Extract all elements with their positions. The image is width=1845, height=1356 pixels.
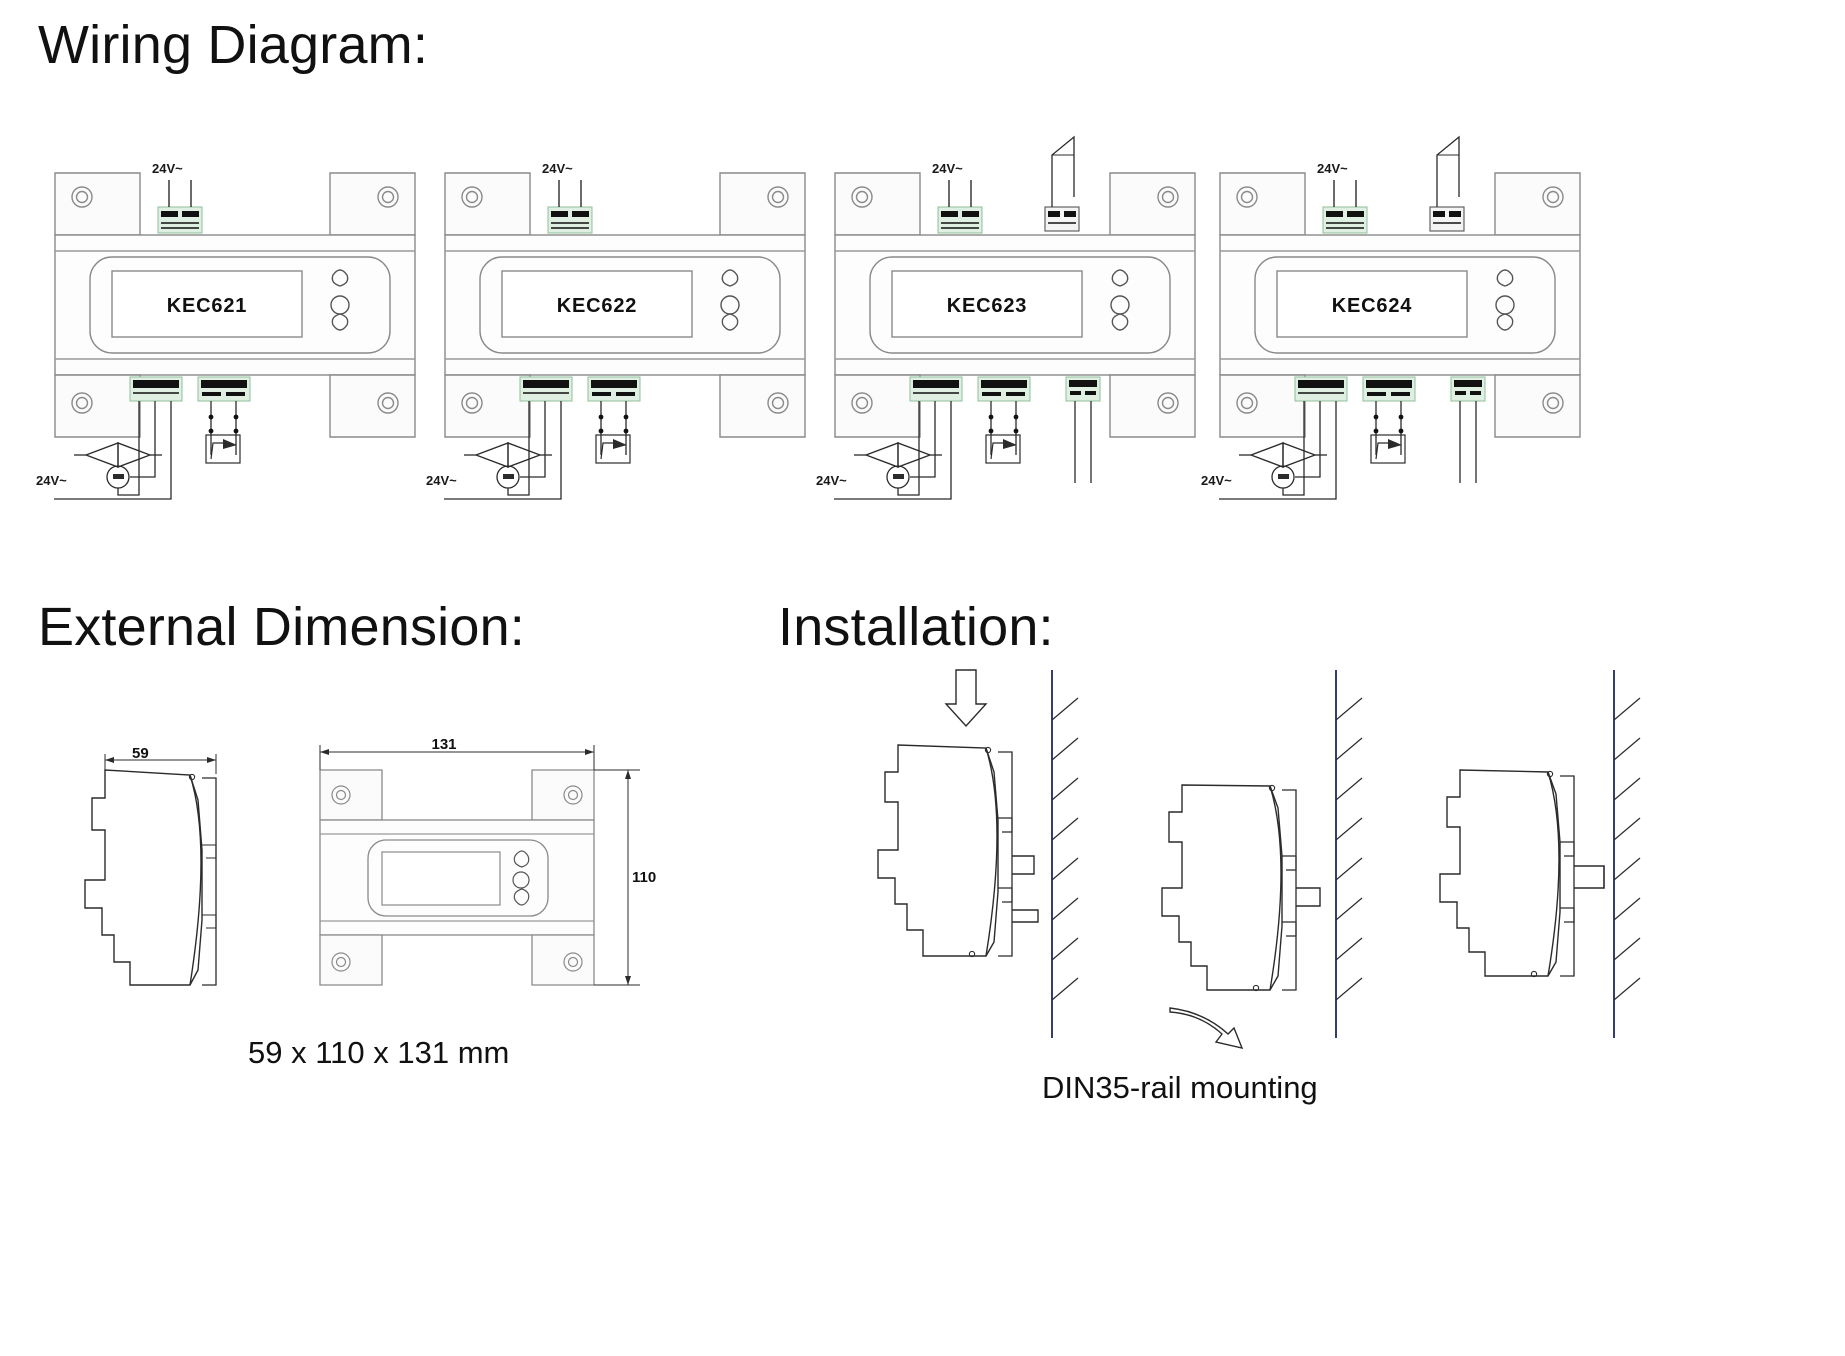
installation-step-3 bbox=[1439, 670, 1641, 1038]
bottom-output-terminal-a-kec624 bbox=[1294, 376, 1348, 455]
dimension-label-height-110: 110 bbox=[632, 869, 656, 886]
top-supply-label: 24V~ bbox=[1317, 161, 1348, 176]
dimension-caption: 59 x 110 x 131 mm bbox=[248, 1035, 510, 1070]
wiring-module-kec623: 24V~ KEC623 bbox=[810, 125, 1230, 505]
wiring-module-kec622: 24V~ KEC622 bbox=[420, 125, 840, 505]
top-supply-label: 24V~ bbox=[542, 161, 573, 176]
bottom-comms-terminal-kec624 bbox=[1450, 376, 1486, 483]
top-supply-label: 24V~ bbox=[932, 161, 963, 176]
wiring-module-kec621: 24V~ KEC621 bbox=[30, 125, 450, 505]
valve-actuator-symbol-kec621 bbox=[54, 442, 172, 500]
bottom-output-terminal-a-kec622 bbox=[519, 376, 573, 455]
top-comms-connector-kec624 bbox=[1429, 135, 1465, 232]
module-display-label: KEC622 bbox=[557, 295, 637, 317]
page-title-installation: Installation: bbox=[778, 597, 1054, 657]
dimension-label-width-59: 59 bbox=[132, 745, 149, 762]
dimension-label-width-131: 131 bbox=[431, 736, 456, 753]
installation-step-2 bbox=[1161, 670, 1363, 1049]
top-comms-connector-kec623 bbox=[1044, 135, 1080, 232]
module-display-label: KEC623 bbox=[947, 295, 1027, 317]
page-title-external-dimension: External Dimension: bbox=[38, 597, 526, 657]
bottom-comms-terminal-kec623 bbox=[1065, 376, 1101, 483]
wiring-module-kec624: 24V~ KEC624 bbox=[1195, 125, 1615, 505]
bottom-supply-label: 24V~ bbox=[1201, 473, 1232, 488]
module-display-label: KEC624 bbox=[1332, 295, 1412, 317]
bottom-input-terminal-b-kec622 bbox=[587, 376, 641, 464]
bottom-output-terminal-a-kec623 bbox=[909, 376, 963, 455]
bottom-supply-label: 24V~ bbox=[816, 473, 847, 488]
module-display-label: KEC621 bbox=[167, 295, 247, 317]
front-view-drawing: 131 110 bbox=[319, 736, 656, 986]
side-view-drawing: 59 bbox=[84, 745, 217, 986]
installation-drawings bbox=[790, 660, 1800, 1060]
bottom-input-terminal-b-kec623 bbox=[977, 376, 1031, 464]
bottom-output-terminal-a-kec621 bbox=[129, 376, 183, 455]
wiring-diagram-row: 24V~ KEC621 bbox=[0, 125, 1845, 505]
page-title-wiring-diagram: Wiring Diagram: bbox=[38, 15, 429, 75]
external-dimension-drawings: 59 bbox=[70, 730, 710, 1030]
top-power-terminal-kec621 bbox=[157, 180, 203, 234]
valve-actuator-symbol-kec622 bbox=[444, 442, 562, 500]
arrow-down-icon bbox=[944, 669, 988, 728]
bottom-supply-label: 24V~ bbox=[426, 473, 457, 488]
top-power-terminal-kec622 bbox=[547, 180, 593, 234]
top-power-terminal-kec623 bbox=[937, 180, 983, 234]
arrow-rotate-icon bbox=[1169, 1007, 1244, 1049]
bottom-supply-label: 24V~ bbox=[36, 473, 67, 488]
installation-step-1 bbox=[877, 669, 1079, 1038]
top-power-terminal-kec624 bbox=[1322, 180, 1368, 234]
bottom-input-terminal-b-kec621 bbox=[197, 376, 251, 464]
top-supply-label: 24V~ bbox=[152, 161, 183, 176]
valve-actuator-symbol-kec624 bbox=[1219, 442, 1337, 500]
bottom-input-terminal-b-kec624 bbox=[1362, 376, 1416, 464]
valve-actuator-symbol-kec623 bbox=[834, 442, 952, 500]
installation-caption: DIN35-rail mounting bbox=[1042, 1070, 1318, 1105]
